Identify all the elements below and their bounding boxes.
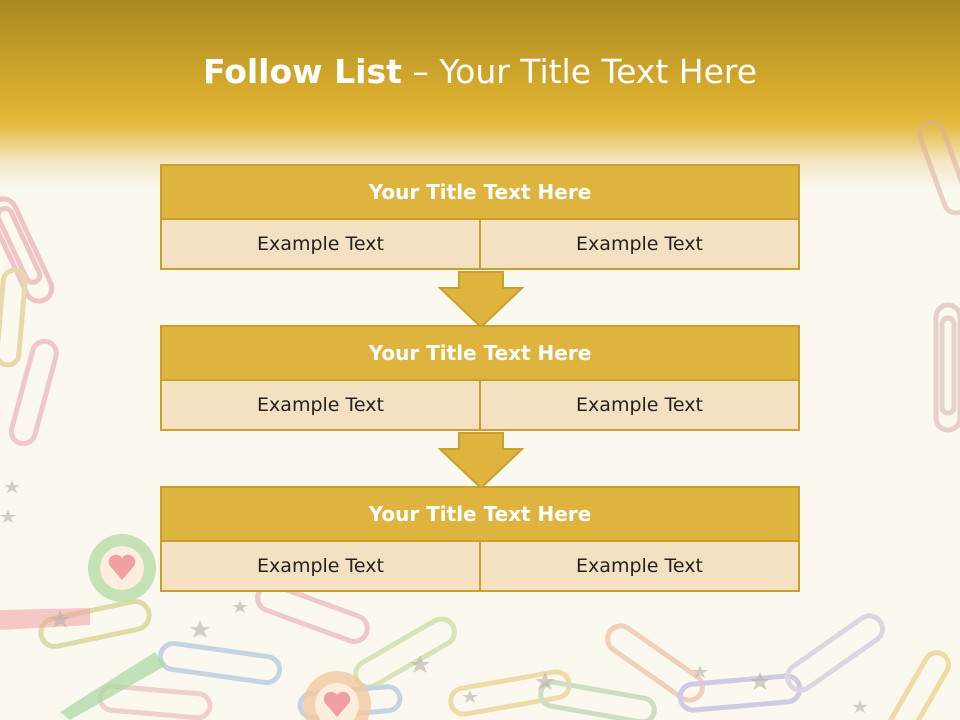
down-arrow-icon [438, 271, 524, 329]
slide-title: Follow List – Your Title Text Here [0, 52, 960, 91]
down-arrow-icon [438, 432, 524, 490]
block-cell-right: Example Text [481, 220, 800, 270]
block-cell-right: Example Text [481, 542, 800, 592]
block-title: Your Title Text Here [160, 164, 800, 220]
block-cells: Example Text Example Text [160, 542, 800, 592]
list-block-2: Your Title Text Here Example Text Exampl… [160, 325, 800, 431]
list-block-3: Your Title Text Here Example Text Exampl… [160, 486, 800, 592]
block-cells: Example Text Example Text [160, 381, 800, 431]
block-cell-left: Example Text [160, 220, 481, 270]
block-title: Your Title Text Here [160, 486, 800, 542]
header-band [0, 0, 960, 190]
slide-title-rest: – Your Title Text Here [401, 52, 758, 91]
block-cell-left: Example Text [160, 381, 481, 431]
block-cells: Example Text Example Text [160, 220, 800, 270]
block-title: Your Title Text Here [160, 325, 800, 381]
list-block-1: Your Title Text Here Example Text Exampl… [160, 164, 800, 270]
block-cell-right: Example Text [481, 381, 800, 431]
slide-title-bold: Follow List [202, 52, 402, 91]
block-cell-left: Example Text [160, 542, 481, 592]
